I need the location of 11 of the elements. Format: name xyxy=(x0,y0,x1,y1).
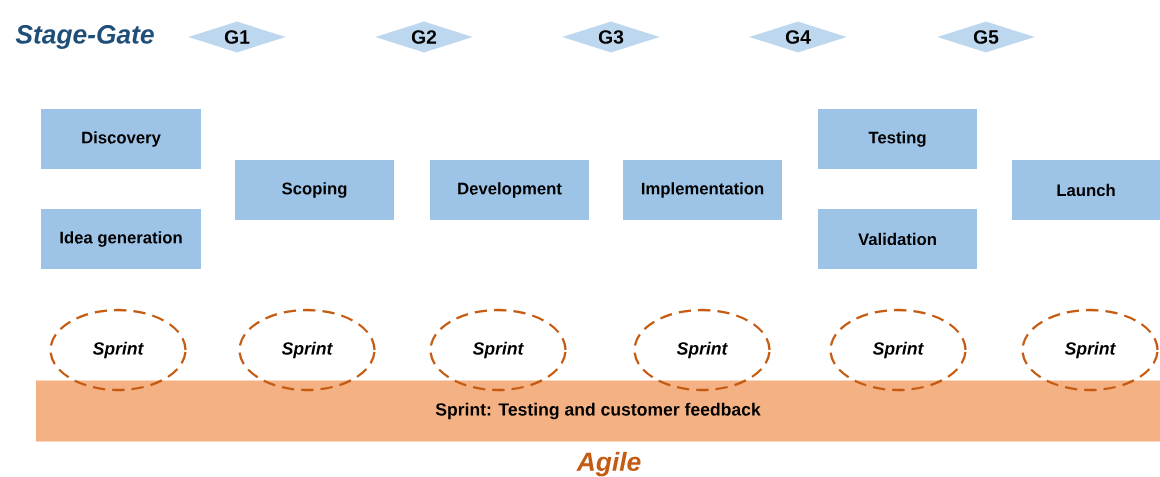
stage-box: Idea generation xyxy=(41,209,201,269)
section-title: Stage-Gate xyxy=(15,25,154,49)
stage-box: Implementation xyxy=(623,160,782,220)
stage-box: Scoping xyxy=(235,160,394,220)
stage-box: Discovery xyxy=(41,109,201,169)
stage-box: Validation xyxy=(818,209,977,269)
section-title: Agile xyxy=(576,451,641,477)
stage-box: Testing xyxy=(818,109,977,169)
stage-box: Launch xyxy=(1012,160,1160,220)
stage-box: Development xyxy=(430,160,589,220)
feedback-band: Sprint: Testing and customer feedback xyxy=(36,380,1160,442)
